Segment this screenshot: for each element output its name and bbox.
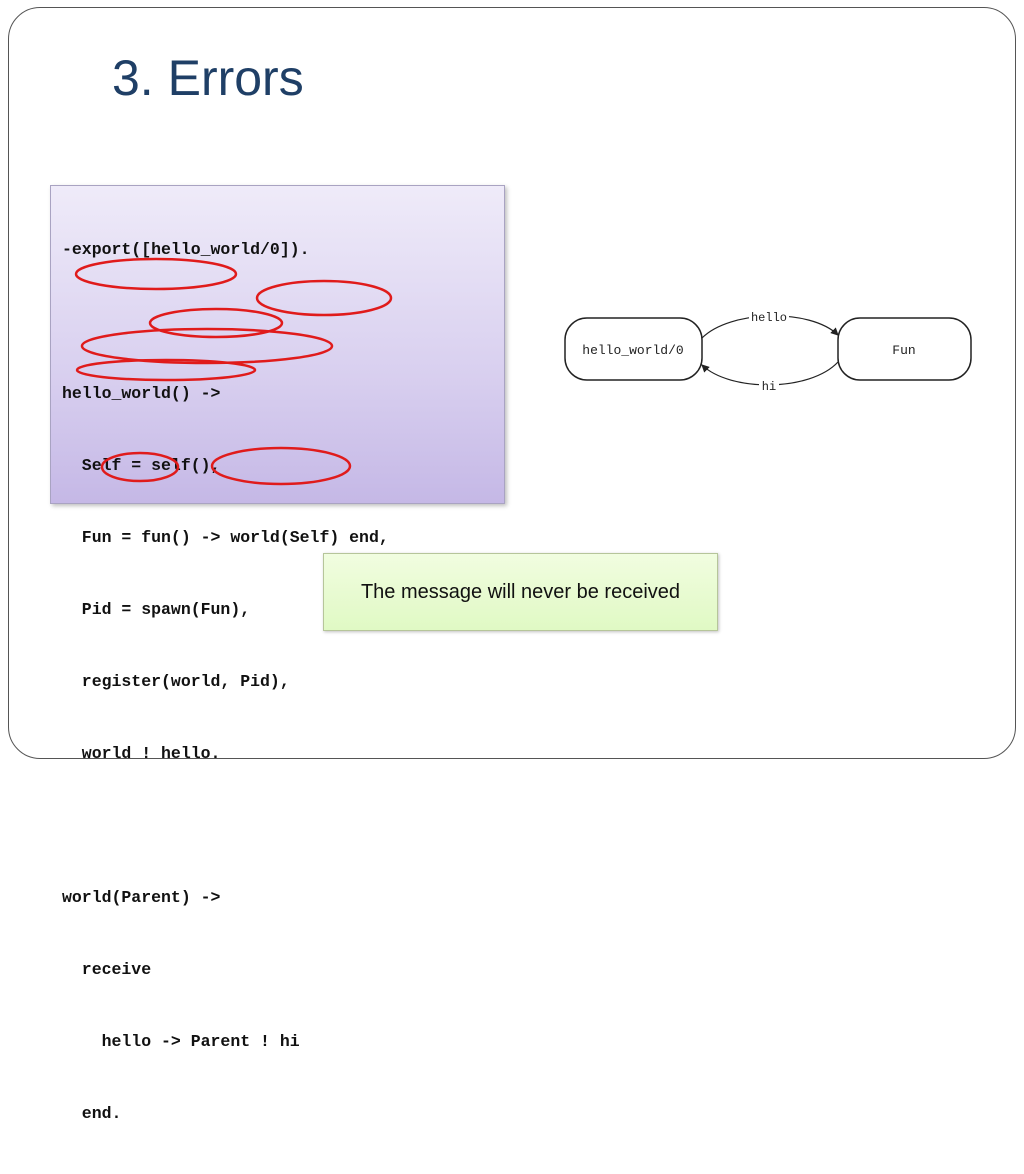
code-line-11: receive — [62, 960, 152, 979]
slide-title: 3. Errors — [112, 50, 304, 106]
note-box: The message will never be received — [323, 553, 718, 631]
code-line-9 — [62, 814, 389, 838]
code-line-5: Fun = fun() -> world(Self) end, — [62, 528, 389, 547]
code-line-3: hello_world() -> — [62, 384, 221, 403]
code-line-10: world(Parent) -> — [62, 888, 221, 907]
node-fun — [837, 317, 972, 381]
code-line-13: end. — [62, 1104, 122, 1123]
edge-hi-label-bg — [759, 379, 779, 393]
node-hello-world-label: hello_world/0 — [582, 343, 683, 358]
edge-hi-label: hi — [762, 380, 776, 394]
code-line-6: Pid = spawn(Fun), — [62, 600, 251, 619]
node-fun-label: Fun — [892, 343, 915, 358]
code-block: -export([hello_world/0]). hello_world() … — [62, 190, 389, 1174]
slide: 3. Errors -export([hello_world/0]). hell… — [8, 7, 1016, 1123]
node-hello-world — [564, 317, 703, 381]
code-line-12: hello -> Parent ! hi — [62, 1032, 300, 1051]
edge-hello-label-bg — [749, 310, 789, 324]
code-line-8: world ! hello. — [62, 744, 221, 763]
code-line-7: register(world, Pid), — [62, 672, 290, 691]
note-text: The message will never be received — [360, 580, 681, 603]
code-line-1: -export([hello_world/0]). — [62, 240, 310, 259]
code-line-2 — [62, 310, 389, 334]
edge-hello-label: hello — [751, 311, 787, 325]
code-box: -export([hello_world/0]). hello_world() … — [50, 185, 505, 1123]
code-line-4: Self = self(), — [62, 456, 221, 475]
process-diagram: hello_world/0 Fun hello hi — [564, 310, 972, 394]
